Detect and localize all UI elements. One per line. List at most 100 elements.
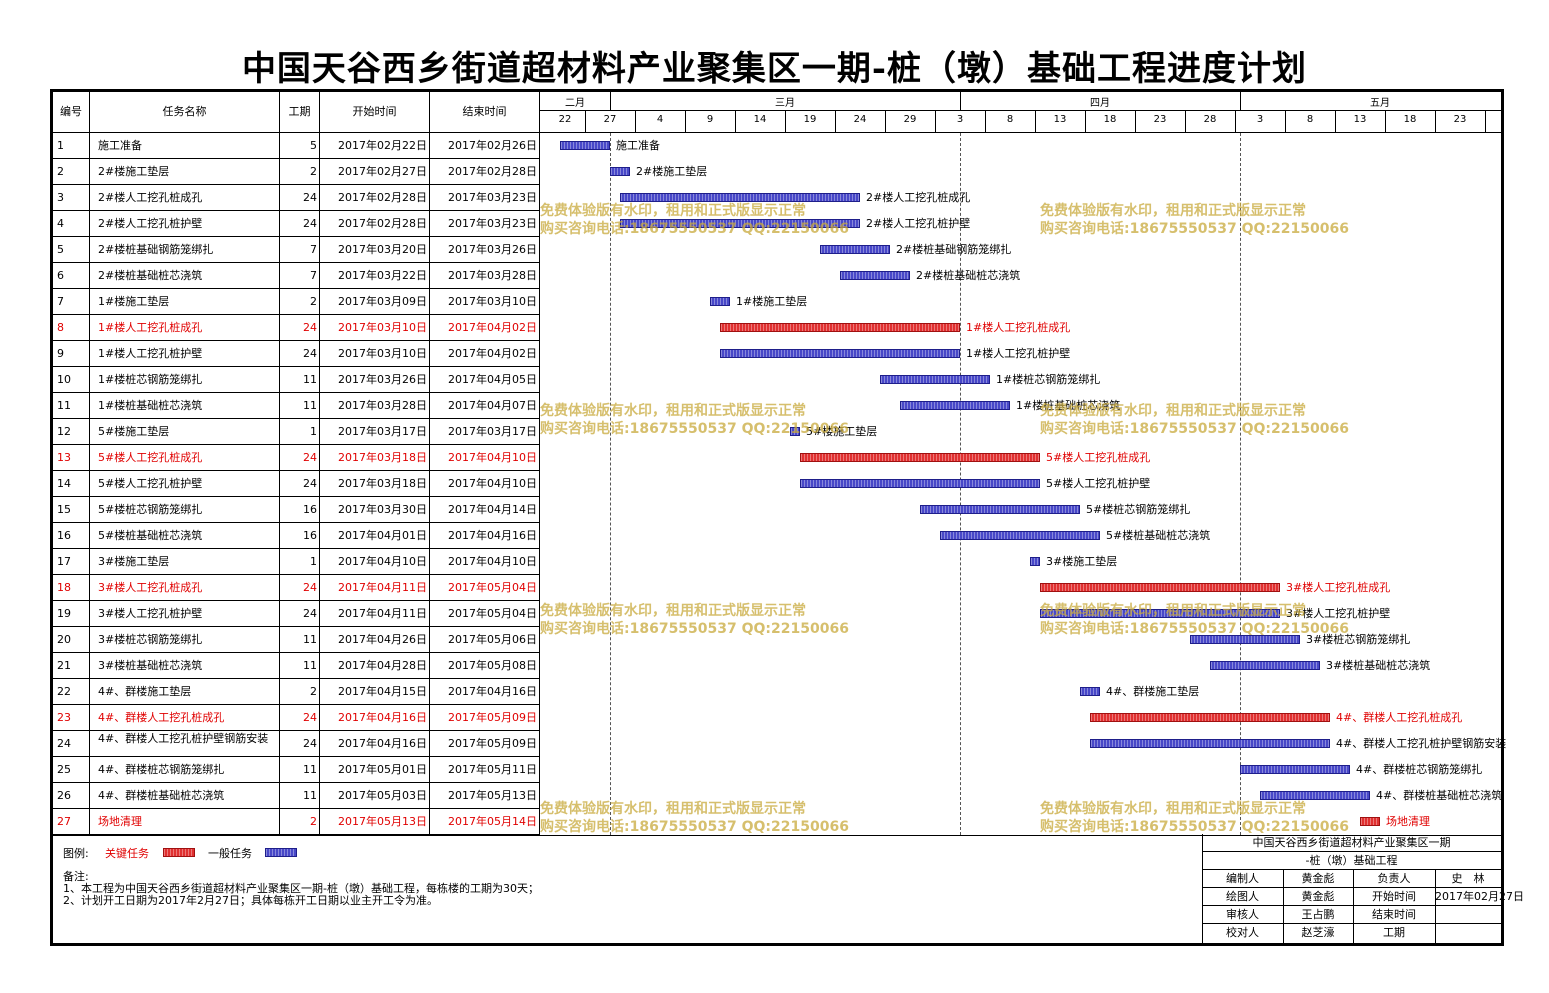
legend-normal-label: 一般任务 — [208, 847, 252, 860]
notes-line-1: 1、本工程为中国天谷西乡街道超材料产业聚集区一期-桩（墩）基础工程，每栋楼的工期… — [63, 882, 539, 895]
task-name-cell: 3#楼人工挖孔桩护壁 — [98, 607, 203, 620]
task-duration-cell: 16 — [303, 529, 317, 542]
row-divider — [53, 366, 540, 367]
column-divider — [319, 92, 320, 835]
timeline-day-label: 3 — [956, 114, 964, 125]
task-start-cell: 2017年05月01日 — [338, 763, 427, 776]
task-no-cell: 3 — [57, 191, 64, 204]
watermark-line-1: 免费体验版有水印，租用和正式版显示正常 — [540, 403, 806, 419]
task-end-cell: 2017年04月16日 — [448, 529, 537, 542]
watermark-line-2: 购买咨询电话:18675550537 QQ:22150066 — [540, 621, 849, 637]
title-block-k2-cell: 负责人 — [1377, 872, 1411, 885]
column-divider — [429, 92, 430, 835]
task-start-cell: 2017年04月10日 — [338, 555, 427, 568]
gantt-bar-label: 3#楼施工垫层 — [1046, 555, 1118, 568]
column-divider — [89, 92, 90, 835]
watermark-line-2: 购买咨询电话:18675550537 QQ:22150066 — [1040, 621, 1349, 637]
title-block-divider — [1202, 851, 1501, 852]
task-end-cell: 2017年05月14日 — [448, 815, 537, 828]
timeline-month-boundary — [610, 92, 611, 110]
timeline-day-divider — [1285, 110, 1286, 132]
row-divider — [53, 392, 540, 393]
title-block-column-divider — [1435, 869, 1436, 943]
gantt-bar-label: 2#楼人工挖孔桩成孔 — [866, 191, 971, 204]
row-divider — [53, 158, 540, 159]
task-start-cell: 2017年02月28日 — [338, 217, 427, 230]
watermark-line-1: 免费体验版有水印，租用和正式版显示正常 — [1040, 203, 1306, 219]
row-divider — [53, 730, 540, 731]
timeline-day-divider — [1335, 110, 1336, 132]
task-no-cell: 4 — [57, 217, 64, 230]
timeline-day-divider — [935, 110, 936, 132]
task-name-cell: 2#楼施工垫层 — [98, 165, 170, 178]
title-block-v1-cell: 黄金彪 — [1301, 872, 1335, 885]
row-divider — [53, 782, 540, 783]
row-divider — [53, 756, 540, 757]
task-start-cell: 2017年04月15日 — [338, 685, 427, 698]
watermark-line-2: 购买咨询电话:18675550537 QQ:22150066 — [1040, 421, 1349, 437]
task-end-cell: 2017年04月10日 — [448, 451, 537, 464]
task-duration-cell: 7 — [310, 269, 317, 282]
watermark-line-1: 免费体验版有水印，租用和正式版显示正常 — [1040, 603, 1306, 619]
watermark-line-2: 购买咨询电话:18675550537 QQ:22150066 — [540, 819, 849, 835]
timeline-day-divider — [1035, 110, 1036, 132]
task-duration-cell: 2 — [310, 815, 317, 828]
task-start-cell: 2017年04月16日 — [338, 737, 427, 750]
task-no-cell: 18 — [57, 581, 71, 594]
task-name-cell: 2#楼人工挖孔桩护壁 — [98, 217, 203, 230]
gantt-bar — [1030, 557, 1040, 566]
row-divider — [53, 574, 540, 575]
title-block-project-line-1: 中国天谷西乡街道超材料产业聚集区一期 — [1252, 836, 1451, 849]
timeline-month-divider — [540, 110, 1501, 111]
timeline-day-label: 23 — [1153, 114, 1167, 125]
row-divider — [53, 288, 540, 289]
task-duration-cell: 7 — [310, 243, 317, 256]
timeline-month-label: 四月 — [1090, 98, 1110, 109]
task-duration-cell: 2 — [310, 295, 317, 308]
task-name-cell: 5#楼施工垫层 — [98, 425, 170, 438]
watermark-line-2: 购买咨询电话:18675550537 QQ:22150066 — [1040, 221, 1349, 237]
task-end-cell: 2017年03月17日 — [448, 425, 537, 438]
gantt-bar-label: 5#楼桩芯钢筋笼绑扎 — [1086, 503, 1191, 516]
task-start-cell: 2017年04月28日 — [338, 659, 427, 672]
task-start-cell: 2017年03月30日 — [338, 503, 427, 516]
task-no-cell: 13 — [57, 451, 71, 464]
task-start-cell: 2017年03月18日 — [338, 451, 427, 464]
task-start-cell: 2017年04月26日 — [338, 633, 427, 646]
timeline-day-divider — [585, 110, 586, 132]
timeline-day-label: 9 — [706, 114, 714, 125]
title-block-row-divider — [1202, 905, 1501, 906]
gantt-bar-label: 3#楼桩芯钢筋笼绑扎 — [1306, 633, 1411, 646]
task-end-cell: 2017年04月10日 — [448, 477, 537, 490]
gantt-bar-label: 4#、群楼桩芯钢筋笼绑扎 — [1356, 763, 1483, 776]
timeline-day-label: 24 — [853, 114, 867, 125]
task-name-cell: 4#、群楼人工挖孔桩护壁钢筋安装 — [98, 732, 269, 745]
task-end-cell: 2017年02月26日 — [448, 139, 537, 152]
row-divider — [53, 600, 540, 601]
task-end-cell: 2017年04月07日 — [448, 399, 537, 412]
timeline-day-label: 19 — [803, 114, 817, 125]
watermark-line-1: 免费体验版有水印，租用和正式版显示正常 — [1040, 403, 1306, 419]
gantt-bar-label: 5#楼桩基础桩芯浇筑 — [1106, 529, 1211, 542]
task-end-cell: 2017年04月02日 — [448, 321, 537, 334]
task-name-cell: 1#楼施工垫层 — [98, 295, 170, 308]
legend-critical-label: 关键任务 — [105, 847, 149, 860]
task-name-cell: 3#楼桩基础桩芯浇筑 — [98, 659, 203, 672]
title-block-row-divider — [1202, 923, 1501, 924]
timeline-day-divider — [635, 110, 636, 132]
timeline-month-label: 三月 — [775, 98, 795, 109]
task-duration-cell: 24 — [303, 321, 317, 334]
row-divider — [53, 678, 540, 679]
task-end-cell: 2017年05月11日 — [448, 763, 537, 776]
task-end-cell: 2017年03月23日 — [448, 191, 537, 204]
task-end-cell: 2017年05月08日 — [448, 659, 537, 672]
task-duration-cell: 24 — [303, 607, 317, 620]
task-start-cell: 2017年04月01日 — [338, 529, 427, 542]
task-start-cell: 2017年03月10日 — [338, 321, 427, 334]
task-no-cell: 24 — [57, 737, 71, 750]
task-duration-cell: 11 — [303, 789, 317, 802]
timeline-day-divider — [985, 110, 986, 132]
task-name-cell: 5#楼桩基础桩芯浇筑 — [98, 529, 203, 542]
task-duration-cell: 11 — [303, 763, 317, 776]
